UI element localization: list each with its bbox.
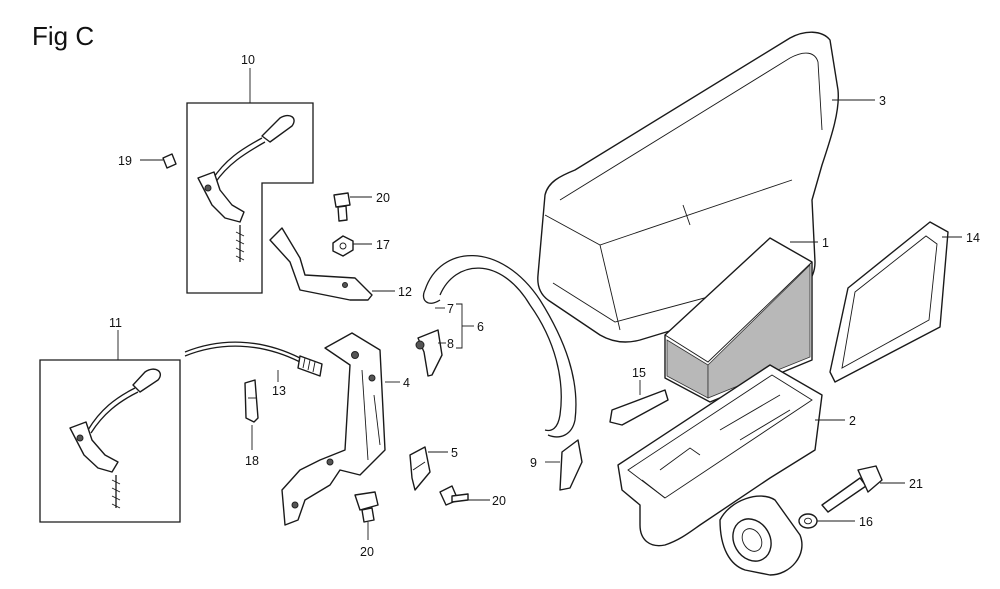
callout-20: 20 bbox=[360, 545, 374, 559]
air-cleaner-case bbox=[617, 364, 823, 576]
callout-2: 2 bbox=[849, 414, 856, 428]
clip-5 bbox=[409, 446, 431, 491]
callout-9: 9 bbox=[530, 456, 537, 470]
bolt-21 bbox=[821, 465, 883, 513]
callout-21: 21 bbox=[909, 477, 923, 491]
bolt-20-top bbox=[333, 192, 351, 222]
callout-14: 14 bbox=[966, 231, 980, 245]
callout-3: 3 bbox=[879, 94, 886, 108]
callout-19: 19 bbox=[118, 154, 132, 168]
callout-1: 1 bbox=[822, 236, 829, 250]
leader-lines bbox=[117, 68, 962, 540]
callout-6: 6 bbox=[477, 320, 484, 334]
bracket-12 bbox=[269, 227, 373, 301]
screw-19 bbox=[162, 153, 177, 169]
bolt-20-right bbox=[439, 485, 469, 506]
callout-10: 10 bbox=[241, 53, 255, 67]
air-filter-element bbox=[664, 237, 813, 403]
cable-clip-18 bbox=[244, 379, 259, 423]
callout-13: 13 bbox=[272, 384, 286, 398]
nut-17 bbox=[332, 235, 354, 257]
callout-labels: 10 19 20 17 12 11 13 18 4 7 8 6 5 9 20 2… bbox=[109, 53, 980, 559]
callout-12: 12 bbox=[398, 285, 412, 299]
throttle-cable bbox=[184, 341, 323, 377]
callout-15: 15 bbox=[632, 366, 646, 380]
callout-17: 17 bbox=[376, 238, 390, 252]
case-plate bbox=[609, 389, 669, 426]
callout-11: 11 bbox=[109, 316, 122, 330]
clip-8 bbox=[415, 329, 443, 377]
callout-18: 18 bbox=[245, 454, 259, 468]
callout-5: 5 bbox=[451, 446, 458, 460]
washer-16 bbox=[798, 513, 818, 529]
callout-16: 16 bbox=[859, 515, 873, 529]
callout-4: 4 bbox=[403, 376, 410, 390]
bolt-20-lower bbox=[354, 491, 379, 523]
figure-title: Fig C bbox=[32, 21, 94, 51]
callout-8: 8 bbox=[447, 337, 454, 351]
strap-band bbox=[422, 254, 577, 438]
callout-20: 20 bbox=[492, 494, 506, 508]
callout-7: 7 bbox=[447, 302, 454, 316]
assembly-box-11 bbox=[39, 359, 181, 523]
control-bracket bbox=[281, 332, 386, 526]
assembly-box-10 bbox=[186, 102, 314, 294]
clip-9 bbox=[559, 439, 583, 491]
callout-20: 20 bbox=[376, 191, 390, 205]
gasket bbox=[829, 221, 949, 383]
